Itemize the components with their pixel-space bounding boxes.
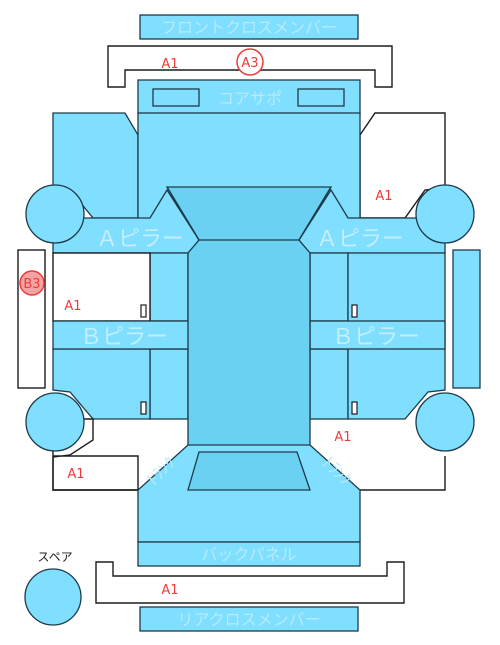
front-cross-member-label: フロントクロスメンバー [161,18,337,37]
right-front-door[interactable] [309,252,349,322]
a-pillar-right[interactable]: Ａピラー [298,188,446,254]
back-panel-label: バックパネル [201,545,296,564]
front-cross-member[interactable]: フロントクロスメンバー [139,14,359,40]
b-pillar-right-label: Ｂピラー [332,325,420,350]
left-rear-fender-outline [52,456,138,491]
b-pillar-left[interactable]: Ｂピラー [52,320,190,350]
left-front-door[interactable] [149,252,189,322]
mark-rear-a1: A1 [161,583,178,598]
tire-rear-right[interactable] [415,392,475,452]
tire-front-left[interactable] [25,184,85,244]
core-support-right-slot [297,88,345,107]
core-support[interactable]: コアサポ [137,79,361,115]
core-support-left-slot [152,88,200,107]
b-pillar-left-label: Ｂピラー [80,325,168,350]
tire-rear-left[interactable] [25,392,85,452]
mark-right-rear-a1: A1 [334,430,351,445]
back-panel[interactable]: バックパネル [137,541,361,567]
right-front-handle [351,304,358,318]
mark-left-b3: B3 [23,277,40,292]
mark-left-rear-a1: A1 [67,467,84,482]
tire-front-right[interactable] [415,184,475,244]
spare-tire[interactable] [24,568,82,626]
left-rear-handle [140,401,147,415]
rear-cross-member-label: リアクロスメンバー [177,610,320,629]
left-front-handle [140,304,147,318]
front-bumper-outline[interactable] [107,45,393,88]
right-side-step[interactable] [452,249,481,389]
mark-left-a1: A1 [64,299,81,314]
rear-cross-member[interactable]: リアクロスメンバー [139,606,359,632]
spare-label: スペア [37,550,72,564]
mark-right-front-a1: A1 [375,189,392,204]
left-side-step[interactable] [17,249,46,389]
mark-front-a3: A3 [241,56,258,71]
rear-bumper-outline[interactable] [95,561,405,604]
left-rear-door[interactable] [149,348,189,420]
mark-front-a1: A1 [161,57,178,72]
core-support-label: コアサポ [218,89,282,108]
left-open-area [52,252,151,322]
mark-left-b3-circle [19,270,45,296]
a-pillar-right-label: Ａピラー [316,227,404,252]
right-rear-handle [351,401,358,415]
trunk-inner [187,451,311,491]
right-rear-door[interactable] [309,348,349,420]
a-pillar-left[interactable]: Ａピラー [52,188,200,254]
mark-front-a3-circle [236,48,264,76]
b-pillar-right[interactable]: Ｂピラー [309,320,446,350]
windshield-line [166,186,332,241]
right-rear-fender-outline [360,456,446,491]
a-pillar-left-label: Ａピラー [96,227,184,252]
